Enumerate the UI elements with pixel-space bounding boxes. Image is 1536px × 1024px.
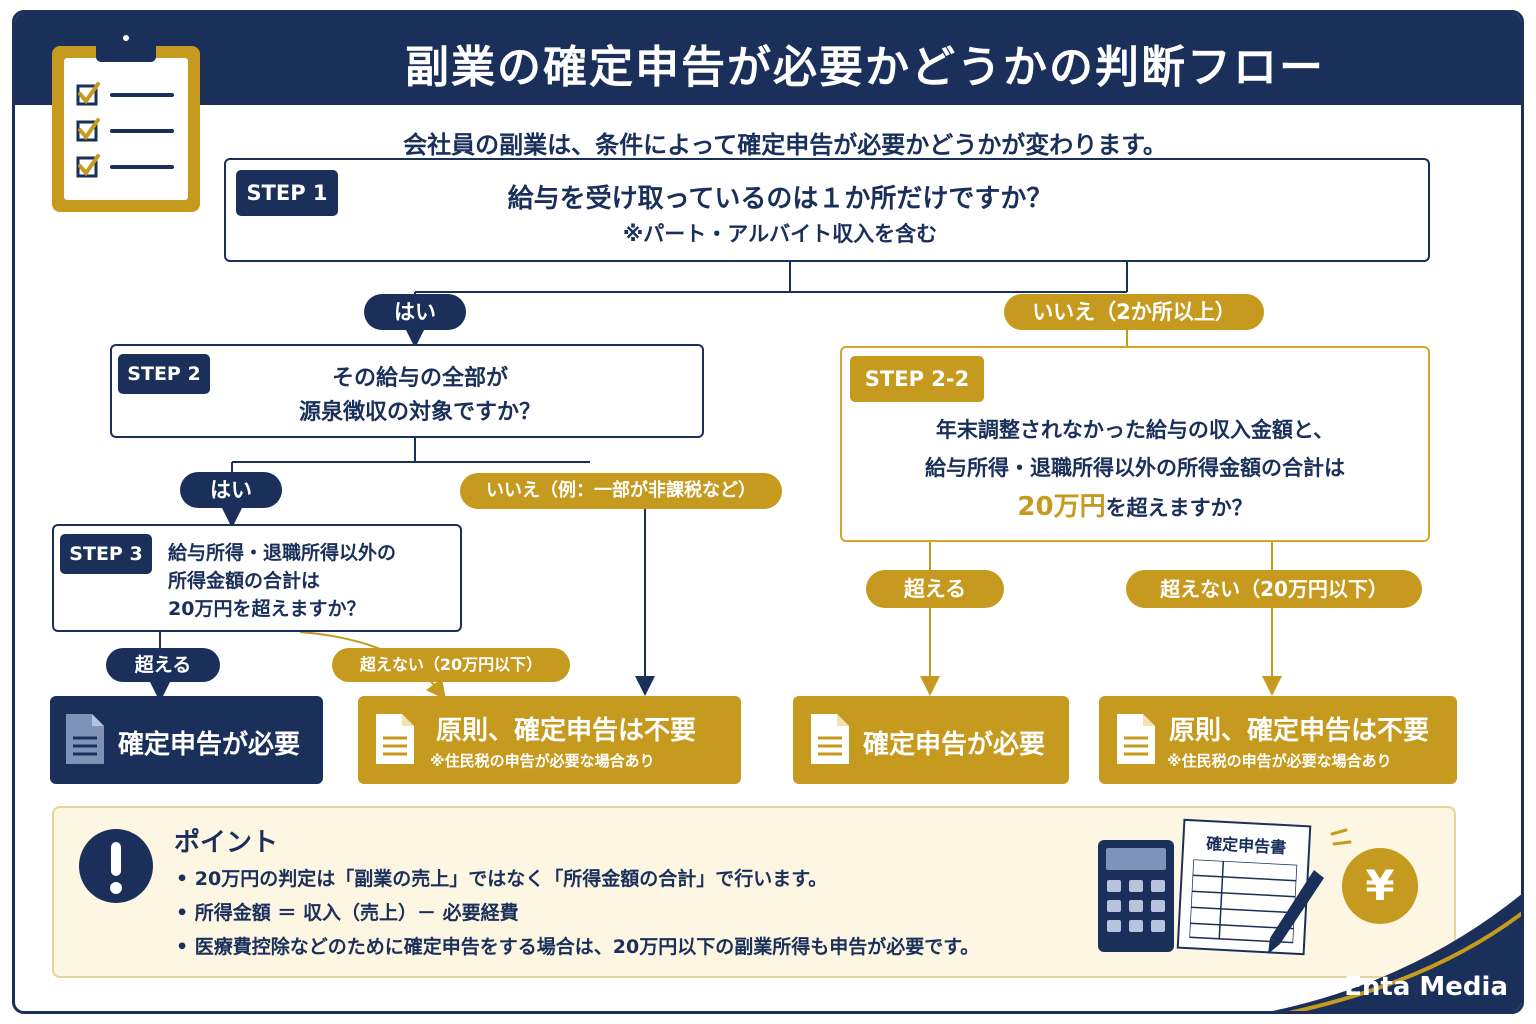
pen-icon — [1268, 870, 1324, 954]
page-subtitle: 会社員の副業は、条件によって確定申告が必要かどうかが変わります。 — [403, 131, 1167, 159]
step1-box — [224, 158, 1430, 262]
document-icon — [811, 714, 849, 764]
step2-tag: STEP 2 — [118, 354, 210, 394]
clipboard-checklist-icon — [52, 30, 200, 212]
result-not-required-text: 原則、確定申告は不要 — [1169, 716, 1430, 746]
step1-question: 給与を受け取っているのは１か所だけですか？ — [507, 184, 1053, 214]
point-item-2: • 所得金額 ＝ 収入（売上）－ 必要経費 — [176, 902, 519, 924]
step22-question-line3: 20万円を超えますか？ — [860, 486, 1410, 523]
step22-question-line1: 年末調整されなかった給与の収入金額と、 — [935, 418, 1335, 442]
point-item-1: • 20万円の判定は「副業の売上」ではなく「所得金額の合計」で行います。 — [176, 868, 828, 890]
step22-tag: STEP 2-2 — [850, 356, 984, 402]
document-icon — [376, 714, 414, 764]
step3-question-line1: 給与所得・退職所得以外の — [168, 542, 397, 564]
step3-tag: STEP 3 — [60, 534, 152, 574]
exclamation-icon — [79, 829, 153, 903]
corner-decoration — [1272, 894, 1521, 1011]
step1-no-label: いいえ（2か所以上） — [1004, 294, 1264, 330]
step22-notover-label: 超えない（20万円以下） — [1126, 570, 1422, 608]
step2-question-line1: その給与の全部が — [331, 366, 508, 391]
tax-form-label: 確定申告書 — [1205, 833, 1287, 858]
step1-tag: STEP 1 — [236, 170, 338, 216]
step2-no-label: いいえ（例：一部が非課税など） — [460, 473, 782, 509]
result-required-text: 確定申告が必要 — [863, 730, 1046, 760]
step22-question-line3-rest: を超えますか？ — [1105, 496, 1253, 520]
document-icon — [66, 714, 104, 764]
result-not-required-1: 原則、確定申告は不要 ※住民税の申告が必要な場合あり — [358, 696, 741, 784]
point-heading: ポイント — [174, 828, 279, 858]
yen-coin-icon: ¥ — [1342, 848, 1418, 924]
point-item-3: • 医療費控除などのために確定申告をする場合は、20万円以下の副業所得も申告が必… — [176, 936, 980, 958]
step2-yes-label: はい — [180, 472, 282, 508]
sparkle-icon — [1330, 828, 1352, 846]
document-icon — [1117, 714, 1155, 764]
step3-question-line2: 所得金額の合計は — [168, 570, 321, 592]
step2-question-line2: 源泉徴収の対象ですか？ — [298, 400, 541, 425]
result-required-2: 確定申告が必要 — [793, 696, 1069, 784]
step3-notover-label: 超えない（20万円以下） — [332, 648, 570, 682]
page-title: 副業の確定申告が必要かどうかの判断フロー — [405, 42, 1325, 93]
step3-question-line3: 20万円を超えますか？ — [168, 598, 366, 620]
result-not-required-2: 原則、確定申告は不要 ※住民税の申告が必要な場合あり — [1099, 696, 1457, 784]
step1-note: ※パート・アルバイト収入を含む — [622, 222, 938, 246]
result-not-required-text: 原則、確定申告は不要 — [436, 716, 697, 746]
step22-amount: 20万円 — [1017, 492, 1106, 522]
calculator-icon — [1098, 840, 1174, 952]
result-required-text: 確定申告が必要 — [118, 730, 301, 760]
yen-symbol: ¥ — [1365, 861, 1395, 910]
title-banner — [15, 13, 1521, 105]
step1-yes-label: はい — [364, 294, 466, 330]
result-not-required-note: ※住民税の申告が必要な場合あり — [1167, 752, 1392, 770]
result-not-required-note: ※住民税の申告が必要な場合あり — [430, 752, 655, 770]
step22-over-label: 超える — [866, 570, 1004, 608]
brand-logo: Enta Media — [1344, 972, 1508, 1002]
step3-over-label: 超える — [106, 648, 220, 682]
step22-question-line2: 給与所得・退職所得以外の所得金額の合計は — [925, 456, 1345, 480]
result-required-1: 確定申告が必要 — [50, 696, 323, 784]
